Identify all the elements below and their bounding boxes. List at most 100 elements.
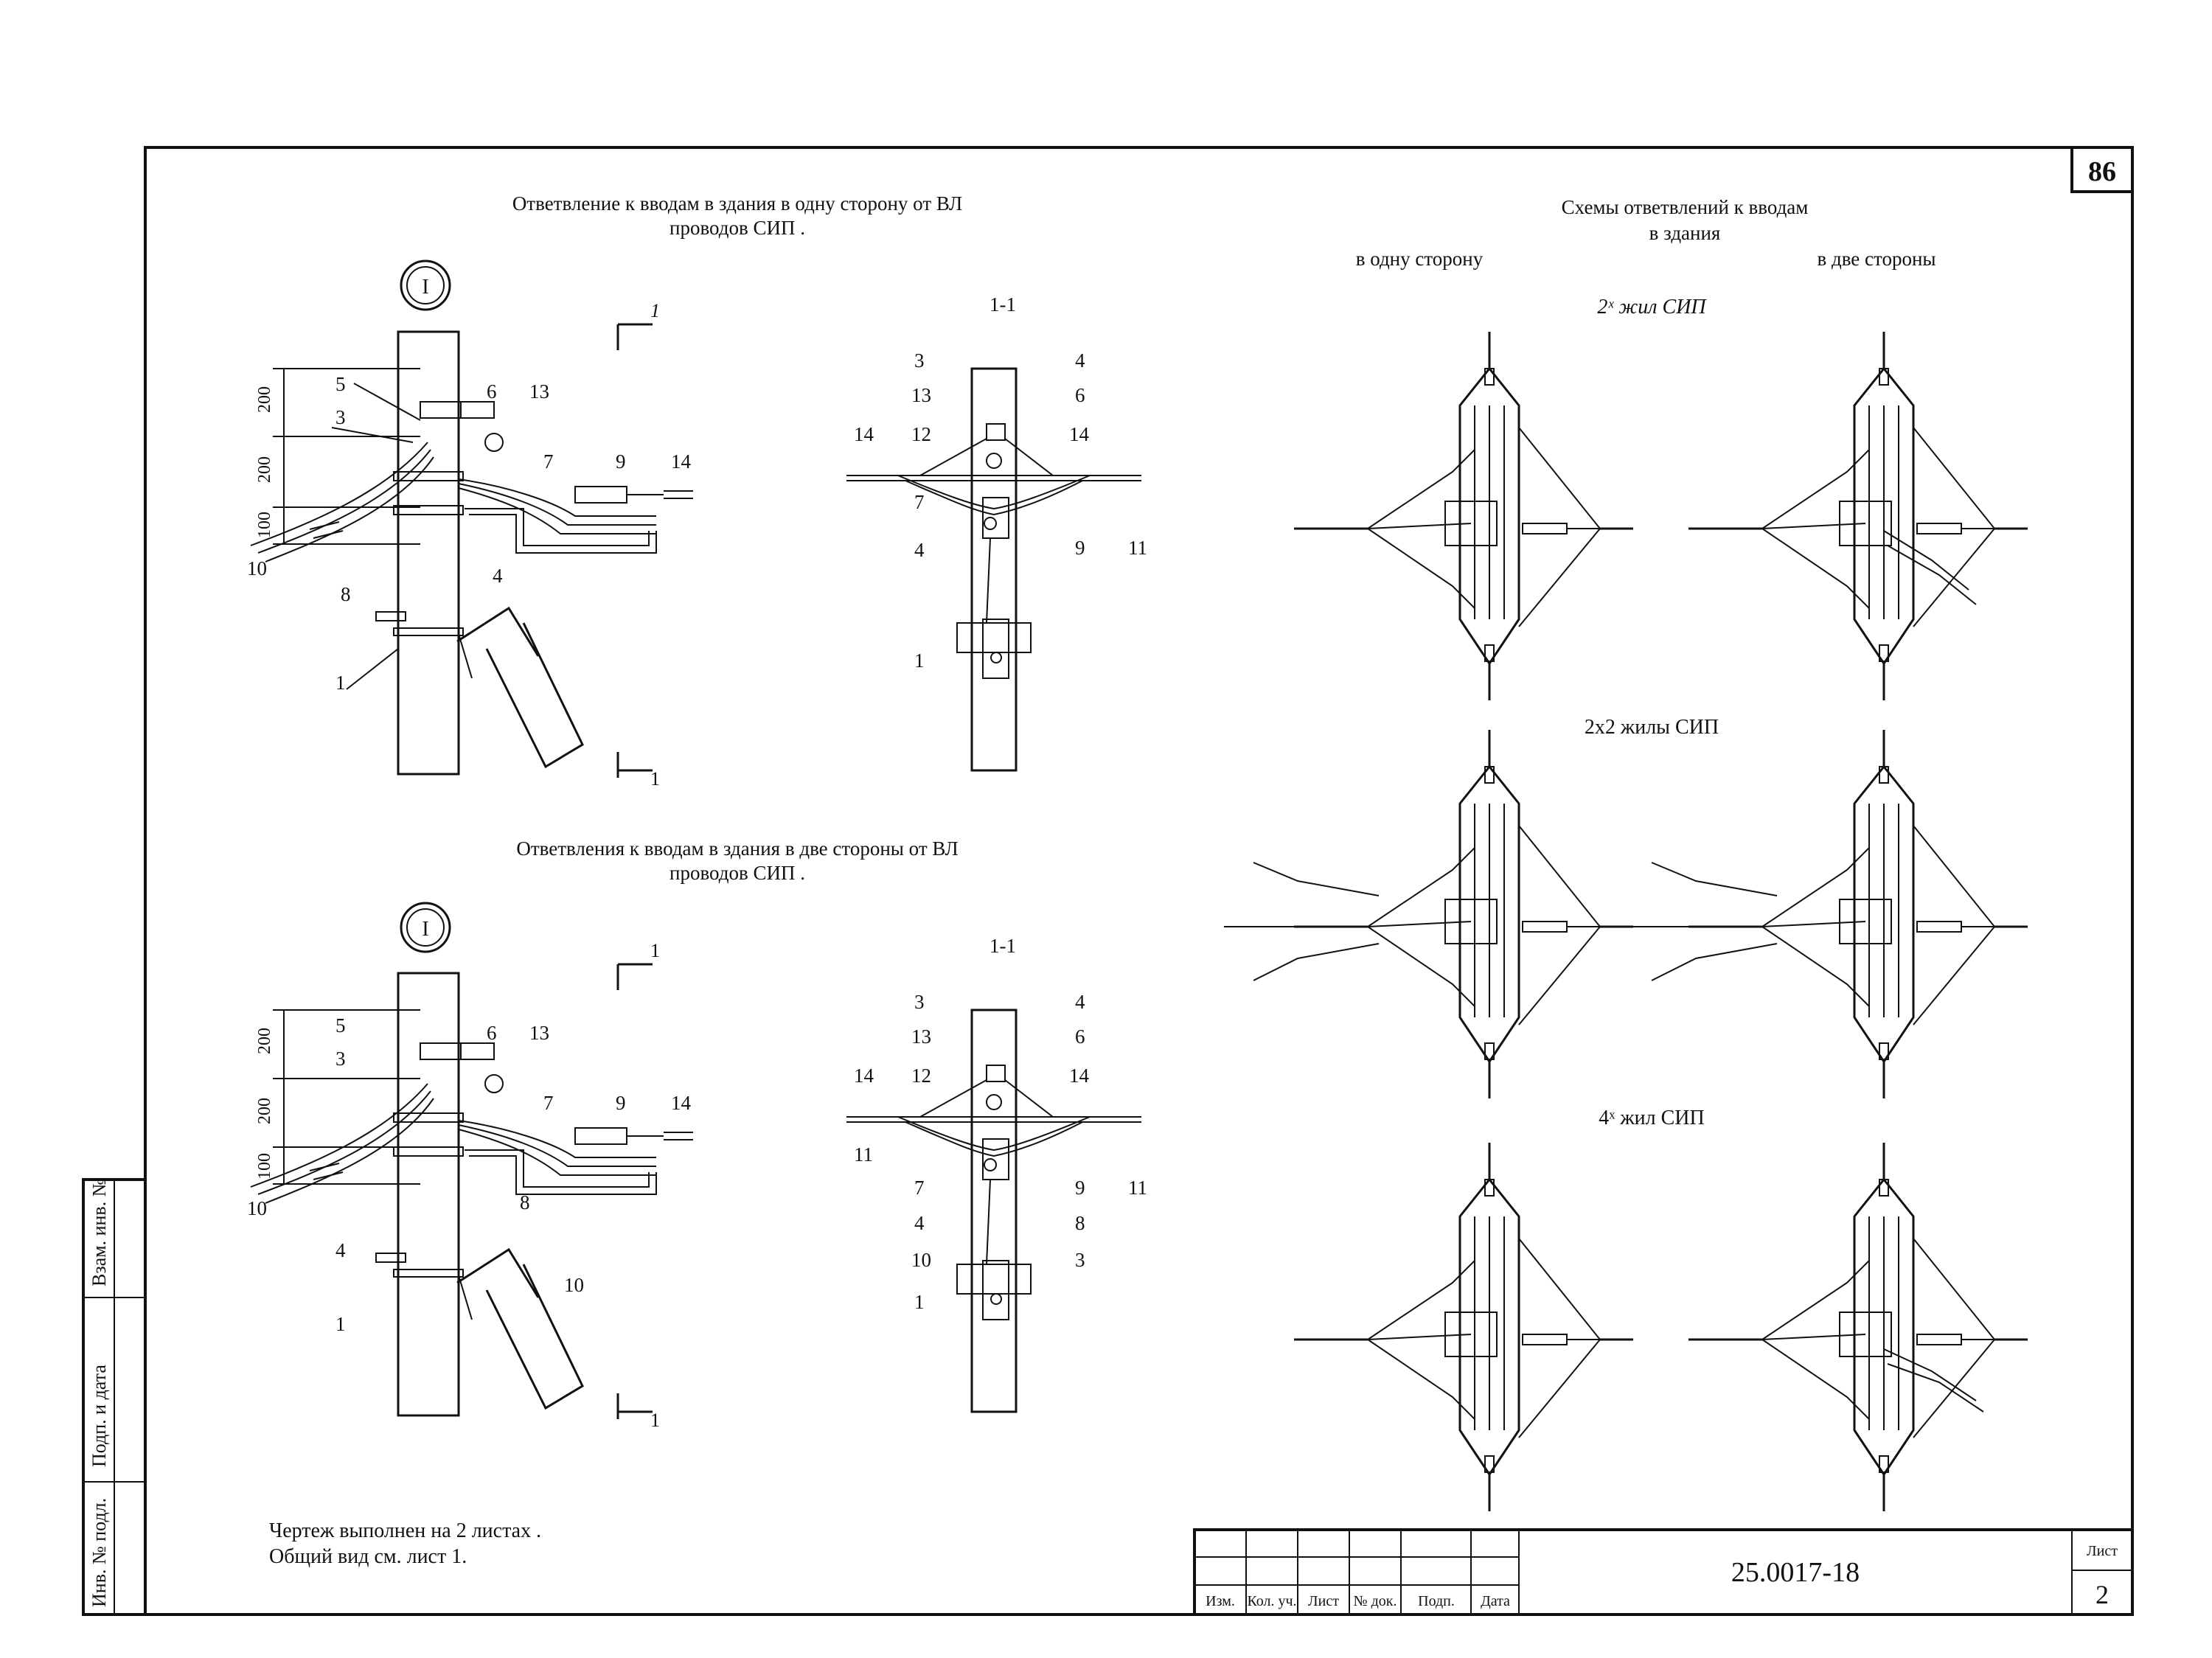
callout-bs-1: 1 bbox=[914, 1291, 925, 1313]
stamp-vzam-inv: Взам. инв. № bbox=[88, 1178, 110, 1286]
pole-elevation-top bbox=[249, 330, 695, 776]
top-title-line2: проводов СИП . bbox=[669, 217, 805, 239]
callout-s-3: 3 bbox=[914, 349, 925, 372]
dim-200-b: 200 bbox=[255, 456, 274, 483]
callout-bs-4: 4 bbox=[1075, 991, 1085, 1013]
callout-8: 8 bbox=[341, 583, 351, 605]
callout-6: 6 bbox=[487, 380, 497, 403]
stamp-inv-podl: Инв. № подл. bbox=[88, 1498, 110, 1607]
callout-bs-14b: 14 bbox=[1069, 1065, 1090, 1087]
callout-s-9: 9 bbox=[1075, 537, 1085, 559]
scheme-2-two-sides-branch bbox=[1883, 530, 1977, 605]
cut-mark-top-b: 1 bbox=[650, 768, 660, 790]
tb-podp: Подп. bbox=[1418, 1593, 1455, 1609]
scheme-4-two-sides-branch bbox=[1883, 1348, 1984, 1413]
callout-bs-3b: 3 bbox=[1075, 1249, 1085, 1271]
scheme-4-one-side bbox=[1293, 1141, 1635, 1513]
callout-s-6: 6 bbox=[1075, 384, 1085, 406]
callout-s-13: 13 bbox=[911, 384, 931, 406]
row-label-2-cores: 2ˣ жил СИП bbox=[1597, 296, 1707, 318]
schemes-title-line1: Схемы ответвлений к вводам bbox=[1562, 196, 1809, 218]
scheme-2-two-sides bbox=[1687, 330, 2029, 702]
section-label-bottom: 1-1 bbox=[990, 935, 1016, 957]
bottom-title-line2: проводов СИП . bbox=[669, 862, 805, 884]
callouts-top-left: 5 6 13 3 7 9 14 10 8 4 1 bbox=[247, 373, 692, 694]
cut-mark-bottom-b: 1 bbox=[650, 1410, 660, 1431]
title-block: Изм. Кол. уч. Лист № док. Подп. Дата 25.… bbox=[1193, 1528, 2134, 1616]
note-line1: Чертеж выполнен на 2 листах . bbox=[269, 1519, 541, 1542]
sheet-frame bbox=[144, 146, 2134, 1616]
dim-200-d: 200 bbox=[255, 1098, 274, 1124]
callout-b-9: 9 bbox=[616, 1092, 626, 1114]
callout-bs-12: 12 bbox=[911, 1065, 931, 1087]
dim-200-a: 200 bbox=[255, 386, 274, 413]
scheme-2-one-side bbox=[1293, 330, 1635, 702]
dim-200-c: 200 bbox=[255, 1028, 274, 1054]
callouts-top-right: 3 4 13 6 14 12 14 7 9 11 4 1 bbox=[854, 349, 1147, 672]
callout-s-14a: 14 bbox=[854, 423, 874, 445]
tb-doc-num: № док. bbox=[1354, 1593, 1397, 1609]
callout-bs-8: 8 bbox=[1075, 1212, 1085, 1234]
callout-bs-4b: 4 bbox=[914, 1212, 925, 1234]
callout-b-6: 6 bbox=[487, 1022, 497, 1044]
row-label-4-cores: 4ˣ жил СИП bbox=[1599, 1107, 1705, 1129]
callout-bs-14a: 14 bbox=[854, 1065, 874, 1087]
top-title-line1: Ответвление к вводам в здания в одну сто… bbox=[512, 192, 962, 215]
sheet-number-top: 86 bbox=[2088, 156, 2116, 187]
callout-s-7: 7 bbox=[914, 491, 925, 513]
callout-bs-3: 3 bbox=[914, 991, 925, 1013]
callout-bs-9: 9 bbox=[1075, 1177, 1085, 1199]
callout-s-4b: 4 bbox=[914, 539, 925, 561]
callout-3: 3 bbox=[335, 406, 346, 428]
callout-b-1: 1 bbox=[335, 1313, 346, 1335]
dimension-lines-top: 200 200 100 bbox=[255, 368, 420, 545]
tb-code: 25.0017-18 bbox=[1731, 1557, 1860, 1588]
dimension-lines-bottom: 200 200 100 bbox=[255, 1009, 420, 1185]
schemes-title-line2: в здания bbox=[1649, 222, 1721, 244]
callout-9: 9 bbox=[616, 450, 626, 473]
callout-b-8: 8 bbox=[520, 1191, 530, 1213]
callout-b-4: 4 bbox=[335, 1239, 346, 1261]
pole-section-bottom bbox=[845, 1009, 1143, 1413]
pole-section-top bbox=[845, 367, 1143, 772]
callout-13: 13 bbox=[529, 380, 549, 403]
tb-sheet-label: Лист bbox=[2087, 1543, 2118, 1559]
note-line2: Общий вид см. лист 1. bbox=[269, 1545, 467, 1568]
callout-s-11: 11 bbox=[1128, 537, 1147, 559]
callout-7: 7 bbox=[543, 450, 554, 473]
callout-s-14b: 14 bbox=[1069, 423, 1090, 445]
cut-mark-bottom-a: 1 bbox=[650, 940, 660, 961]
detail-marker-bottom-label: I bbox=[422, 918, 428, 941]
cut-mark-top-a: 1 bbox=[650, 300, 660, 321]
scheme-2x2-one-side-inputs bbox=[1224, 862, 1380, 981]
tb-kol-uch: Кол. уч. bbox=[1247, 1593, 1296, 1609]
callout-10: 10 bbox=[247, 557, 267, 579]
dim-100: 100 bbox=[255, 512, 274, 538]
col-two-sides: в две стороны bbox=[1817, 248, 1935, 270]
callout-bs-10: 10 bbox=[911, 1249, 931, 1271]
callout-b-14: 14 bbox=[671, 1092, 692, 1114]
callout-4: 4 bbox=[493, 565, 503, 587]
dim-100-b: 100 bbox=[255, 1153, 274, 1180]
tb-list: Лист bbox=[1308, 1593, 1339, 1609]
bottom-title-line1: Ответвления к вводам в здания в две стор… bbox=[516, 837, 958, 860]
callout-s-4: 4 bbox=[1075, 349, 1085, 372]
scheme-2x2-one-side bbox=[1293, 728, 1635, 1100]
row-label-2x2-cores: 2х2 жилы СИП bbox=[1585, 716, 1719, 739]
scheme-2x2-two-sides bbox=[1687, 728, 2029, 1100]
callout-b-7: 7 bbox=[543, 1092, 554, 1114]
tb-sheet-value: 2 bbox=[2096, 1580, 2109, 1609]
callout-bs-6: 6 bbox=[1075, 1025, 1085, 1048]
callout-s-1: 1 bbox=[914, 649, 925, 672]
side-stamp: Инв. № подл. Подп. и дата Взам. инв. № bbox=[82, 1178, 147, 1616]
detail-marker-top-label: I bbox=[422, 276, 428, 299]
callout-b-10b: 10 bbox=[564, 1274, 584, 1296]
tb-data: Дата bbox=[1481, 1593, 1510, 1609]
callout-bs-11b: 11 bbox=[1128, 1177, 1147, 1199]
callouts-bottom-right: 3 4 13 6 14 12 14 11 7 9 11 4 8 10 3 1 bbox=[854, 991, 1147, 1313]
col-one-side: в одну сторону bbox=[1356, 248, 1484, 270]
pole-elevation-bottom bbox=[249, 972, 695, 1417]
callout-1: 1 bbox=[335, 672, 346, 694]
callout-bs-13: 13 bbox=[911, 1025, 931, 1048]
callouts-bottom-left: 5 6 13 3 7 9 14 10 8 4 10 1 bbox=[247, 1014, 692, 1335]
